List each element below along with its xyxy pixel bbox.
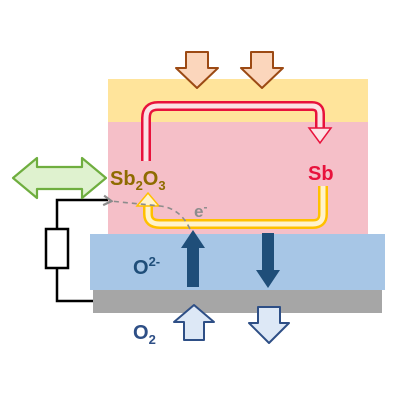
input-arrow-icon <box>240 51 284 89</box>
oxygen-gas-label: O2 <box>133 322 156 347</box>
double-arrow-icon <box>11 156 108 200</box>
cathode-layer <box>93 290 382 313</box>
resistor-icon <box>44 227 70 270</box>
metal-label: Sb <box>308 163 334 185</box>
ion-arrow-up-icon <box>181 230 205 287</box>
electron-label: e- <box>194 200 207 221</box>
oxygen-ion-label: O2- <box>133 254 160 279</box>
oxide-label: Sb2O3 <box>110 168 166 193</box>
electrolyte-layer <box>90 234 385 290</box>
oxygen-out-arrow-icon <box>248 306 290 344</box>
ion-arrow-down-icon <box>256 233 280 288</box>
external-circuit <box>44 198 108 303</box>
oxidation-arrow-icon <box>135 186 328 229</box>
electron-path <box>110 201 191 230</box>
input-arrow-icon <box>175 51 219 89</box>
oxygen-in-arrow-icon <box>173 304 215 341</box>
reduction-arrow-icon <box>141 101 333 161</box>
